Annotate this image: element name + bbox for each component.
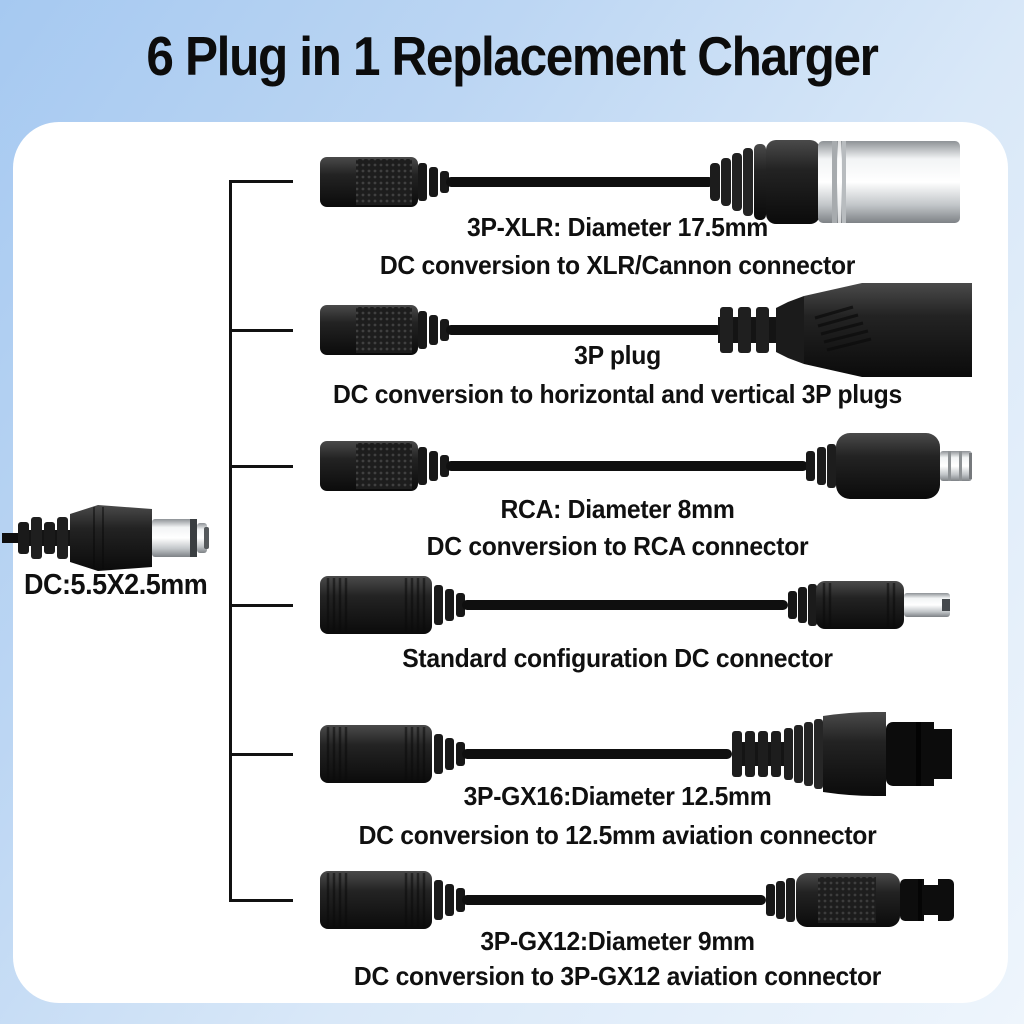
tree-branch-line-4 [229,604,293,607]
adapter-name-dc: Standard configuration DC connector [402,643,833,673]
adapter-description-xlr: DC conversion to XLR/Cannon connector [379,250,856,280]
adapter-name-gx12: 3P-GX12:Diameter 9mm [480,926,755,956]
adapter-cable-gx16-illustration [320,712,952,796]
adapter-cable-xlr-illustration [320,140,960,224]
source-plug-illustration [2,505,209,571]
adapter-name-xlr: 3P-XLR: Diameter 17.5mm [467,212,768,242]
adapter-name-rca: RCA: Diameter 8mm [500,494,735,524]
adapter-cable-gx12-illustration [320,871,954,929]
adapter-description-gx12: DC conversion to 3P-GX12 aviation connec… [353,961,882,991]
adapter-name-gx16: 3P-GX16:Diameter 12.5mm [463,781,772,811]
source-plug-label: DC:5.5X2.5mm [24,569,208,601]
tree-branch-line-3 [229,465,293,468]
tree-branch-line-6 [229,899,293,902]
adapter-description-gx16: DC conversion to 12.5mm aviation connect… [358,820,877,850]
adapter-cable-rca-illustration [320,433,972,499]
adapter-description-rca: DC conversion to RCA connector [426,531,809,561]
adapter-name-3p-plug: 3P plug [574,340,661,370]
page-title: 6 Plug in 1 Replacement Charger [146,25,878,87]
tree-branch-line-1 [229,180,293,183]
adapter-cable-3p-plug-illustration [320,283,972,377]
adapter-description-3p-plug: DC conversion to horizontal and vertical… [333,379,902,409]
tree-branch-line-5 [229,753,293,756]
product-panel [13,122,1008,1003]
tree-vertical-line [229,180,232,902]
adapter-cable-dc-illustration [320,576,950,634]
tree-branch-line-2 [229,329,293,332]
